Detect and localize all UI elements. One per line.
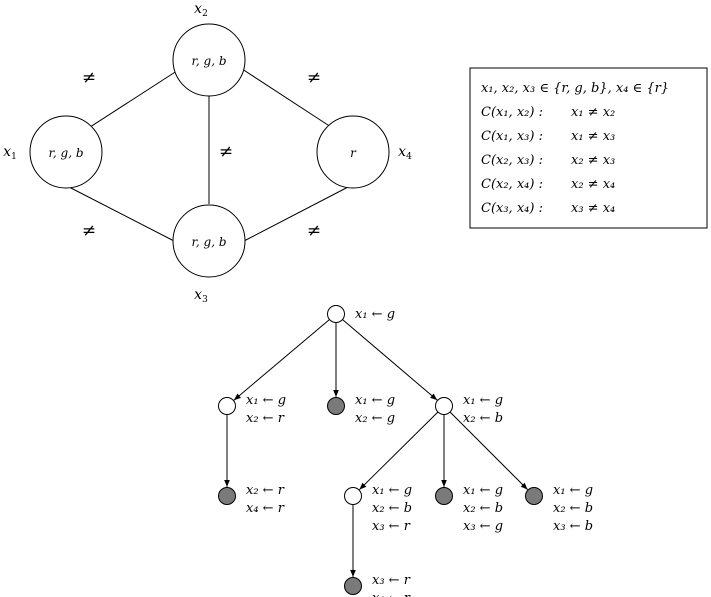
open-node-marker [344,487,362,505]
label-x1: x1 [3,144,17,162]
var-node-x4: r [316,115,390,189]
assignment-label: x₁ ← g [372,483,412,498]
assignment-label: x₃ ← b [553,519,593,534]
assignment-label: x₁ ← g [246,393,286,408]
assignment-label: x₃ ← r [372,519,411,534]
tree-node-n1: x₁ ← g x₂ ← r [218,393,286,426]
assignment-label: x₂ ← r [246,483,285,498]
domain-x1: r, g, b [48,146,83,160]
constraint-label: C(x₂, x₄) : [481,177,543,192]
constraint-relation: x₃ ≠ x₄ [571,201,615,216]
constraint-label: C(x₃, x₄) : [481,201,543,216]
failed-node-marker [525,487,543,505]
var-node-x1: r, g, b [29,115,103,189]
neq-label-x1-x3: ≠ [82,221,96,241]
constraint-label: C(x₁, x₃) : [481,129,543,144]
constraint-label: C(x₁, x₂) : [481,105,543,120]
assignment-label: x₁ ← g [355,307,395,322]
failed-node-marker [218,487,236,505]
tree-node-n7: x₁ ← g x₂ ← b x₃ ← b [525,483,593,534]
assignment-label: x₃ ← r [372,573,411,588]
edge-x1-x2 [86,66,184,130]
tree-node-root: x₁ ← g [327,305,395,323]
open-node-marker [327,305,345,323]
assignment-label: x₄ ← r [246,501,285,516]
label-x3: x3 [194,287,208,305]
assignment-label: x₁ ← g [463,393,503,408]
domains-line: x₁, x₂, x₃ ∈ {r, g, b}, x₄ ∈ {r} [481,81,669,96]
tree-edge-root-n3 [342,319,438,401]
tree-node-n2: x₁ ← g x₂ ← g [327,393,395,426]
tree-edge-root-n1 [233,319,330,401]
edge-x3-x4 [243,185,351,242]
constraint-graph: ≠ ≠ ≠ ≠ ≠ r, g, b r, g, b r r, g, b x2 x… [3,1,412,305]
search-tree-edges [224,319,528,577]
assignment-label: x₂ ← b [463,501,503,516]
failed-node-marker [327,397,345,415]
tree-node-n3: x₁ ← g x₂ ← b [435,393,503,426]
assignment-label: x₄ ← r [372,591,411,597]
failed-node-marker [435,487,453,505]
var-node-x2: r, g, b [172,23,246,97]
assignment-label: x₂ ← r [246,411,285,426]
neq-label-x3-x4: ≠ [307,221,321,241]
assignment-label: x₁ ← g [553,483,593,498]
constraint-rows: C(x₁, x₂) : x₁ ≠ x₂ C(x₁, x₃) : x₁ ≠ x₃ C(x₂… [481,105,615,216]
domain-x2: r, g, b [191,54,226,68]
neq-label-x2-x3: ≠ [219,142,233,162]
failed-node-marker [344,577,362,595]
constraint-relation: x₂ ≠ x₄ [571,177,615,192]
constraints-box: x₁, x₂, x₃ ∈ {r, g, b}, x₄ ∈ {r} C(x₁, x… [469,67,708,229]
label-x4: x4 [398,144,412,162]
tree-node-n5: x₁ ← g x₂ ← b x₃ ← r [344,483,412,534]
assignment-label: x₂ ← b [372,501,412,516]
constraint-relation: x₁ ≠ x₂ [571,105,615,120]
neq-label-x2-x4: ≠ [307,68,321,88]
tree-node-n6: x₁ ← g x₂ ← b x₃ ← g [435,483,503,534]
neq-label-x1-x2: ≠ [82,68,96,88]
domain-x3: r, g, b [191,235,226,249]
tree-edge-n3-n7 [449,411,528,490]
edge-x2-x4 [235,64,332,128]
assignment-label: x₃ ← g [463,519,503,534]
tree-node-n4: x₂ ← r x₄ ← r [218,483,285,516]
constraint-relation: x₂ ≠ x₃ [571,153,615,168]
open-node-marker [435,397,453,415]
tree-edge-n3-n5 [359,411,439,491]
label-x2: x2 [194,1,208,19]
assignment-label: x₂ ← b [463,411,503,426]
assignment-label: x₁ ← g [355,393,395,408]
assignment-label: x₁ ← g [463,483,503,498]
edge-x1-x3 [68,186,177,243]
tree-node-n8: x₃ ← r x₄ ← r [344,573,411,597]
search-tree-nodes: x₁ ← g x₁ ← g x₂ ← r x₁ ← g x₂ ← g x₁ ← g x₂ ←… [218,305,593,597]
constraint-label: C(x₂, x₃) : [481,153,543,168]
open-node-marker [218,397,236,415]
domain-x4: r [350,146,357,160]
assignment-label: x₂ ← g [355,411,395,426]
assignment-label: x₂ ← b [553,501,593,516]
var-node-x3: r, g, b [172,204,246,278]
constraint-relation: x₁ ≠ x₃ [571,129,615,144]
